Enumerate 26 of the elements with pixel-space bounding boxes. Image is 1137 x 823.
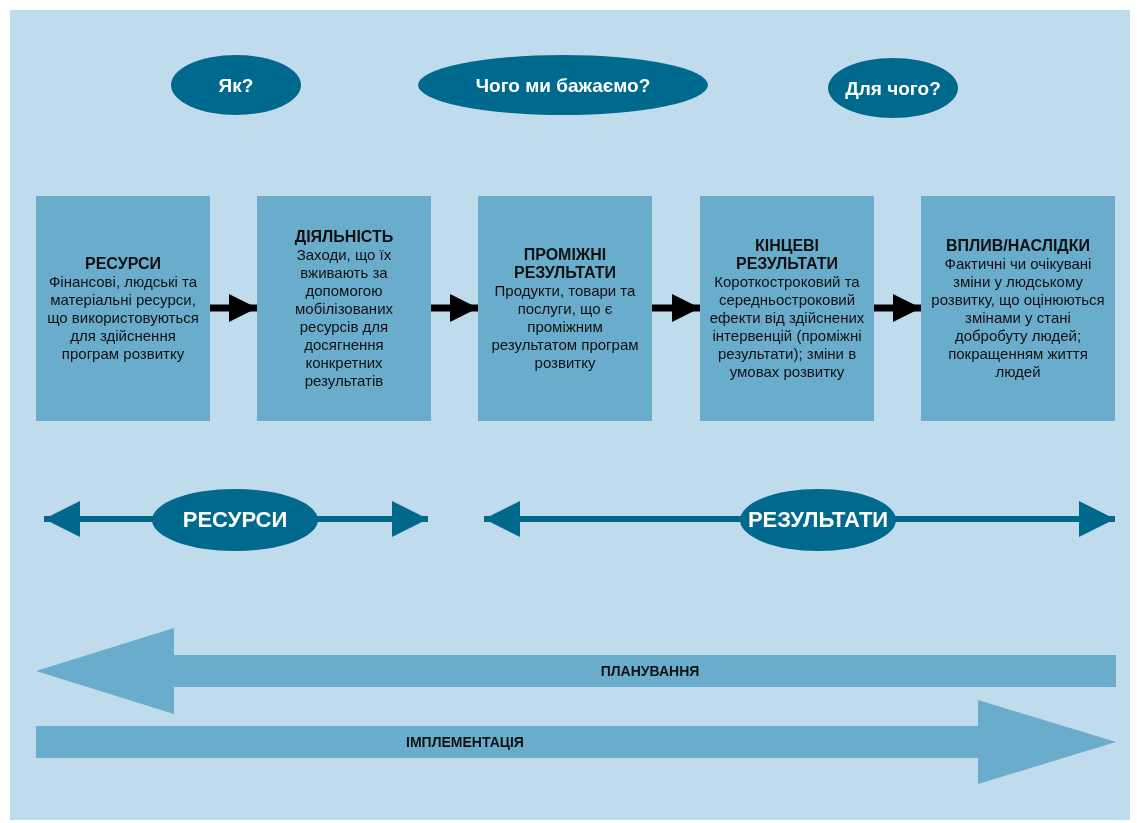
- arrow: [652, 294, 700, 322]
- box-heading: КІНЦЕВІ РЕЗУЛЬТАТИ: [735, 236, 839, 273]
- box-description: Продукти, товари та послуги, що є проміжним результатом програм розвитку: [490, 281, 640, 372]
- box-description: Фактичні чи очікувані зміни у людському розвитку, що оцінюються змінами у стані добробуту людей; покращенням життя людей: [930, 254, 1106, 381]
- stage-box: [257, 196, 431, 421]
- stage-box: [478, 196, 652, 421]
- box-description: Заходи, що їх вживають за допомогою мобілізованих ресурсів для досягнення конкретних результатів: [294, 245, 394, 390]
- stage-box: [36, 196, 210, 421]
- box-heading: ДІЯЛЬНІСТЬ: [294, 227, 394, 246]
- question-ellipse: РЕЗУЛЬТАТИ: [740, 489, 896, 551]
- arrow-label: ПЛАНУВАННЯ: [600, 663, 700, 679]
- arrow: [874, 294, 921, 322]
- box-description: Короткостроковий та середньостроковий ефекти від здійснених інтервенцій (проміжні результати); зміни в умовах розвитку: [708, 272, 866, 381]
- stage-box: [921, 196, 1115, 421]
- box-heading: ВПЛИВ/НАСЛІДКИ: [946, 236, 1090, 255]
- box-heading: ПРОМІЖНІ РЕЗУЛЬТАТИ: [513, 245, 617, 282]
- question-ellipse: РЕСУРСИ: [152, 489, 318, 551]
- box-heading: РЕСУРСИ: [85, 254, 161, 273]
- question-ellipse: Для чого?: [828, 58, 958, 118]
- arrow-label: ІМПЛЕМЕНТАЦІЯ: [406, 734, 524, 750]
- question-ellipse: Як?: [171, 55, 301, 115]
- arrow: [431, 294, 478, 322]
- stage-box: [700, 196, 874, 421]
- arrow: [210, 294, 257, 322]
- box-description: Фінансові, людські та матеріальні ресурси, що використовуються для здійснення програм розвитку: [46, 272, 200, 363]
- question-ellipse: Чого ми бажаємо?: [418, 55, 708, 115]
